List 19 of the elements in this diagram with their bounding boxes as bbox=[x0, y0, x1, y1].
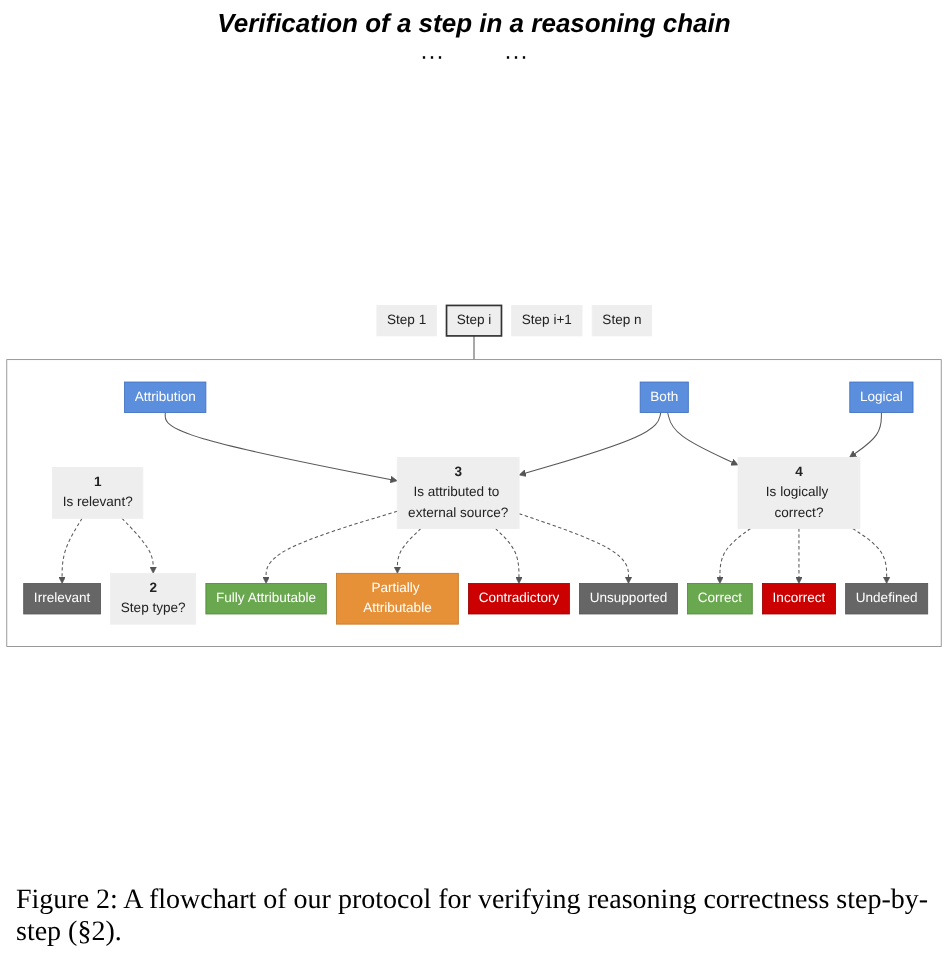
diagram-title: Verification of a step in a reasoning chain bbox=[217, 8, 731, 38]
ellipsis-label: ··· bbox=[504, 42, 528, 70]
arrow bbox=[121, 517, 157, 574]
arrow bbox=[518, 513, 633, 584]
arrow bbox=[58, 517, 83, 584]
arrow bbox=[494, 527, 523, 584]
arrow bbox=[262, 510, 398, 584]
arrow bbox=[849, 412, 882, 458]
arrow bbox=[393, 527, 422, 574]
arrow bbox=[852, 527, 891, 584]
figure-caption: Figure 2: A flowchart of our protocol for verifying reasoning correctness step-by-step (§2). bbox=[14, 884, 931, 952]
cluster bbox=[6, 359, 942, 647]
arrow bbox=[518, 412, 662, 477]
arrow bbox=[716, 527, 751, 584]
arrow bbox=[795, 527, 803, 584]
arrow bbox=[667, 412, 739, 466]
connector bbox=[473, 335, 475, 361]
ellipsis-label: ··· bbox=[420, 42, 444, 70]
arrow bbox=[164, 412, 398, 484]
